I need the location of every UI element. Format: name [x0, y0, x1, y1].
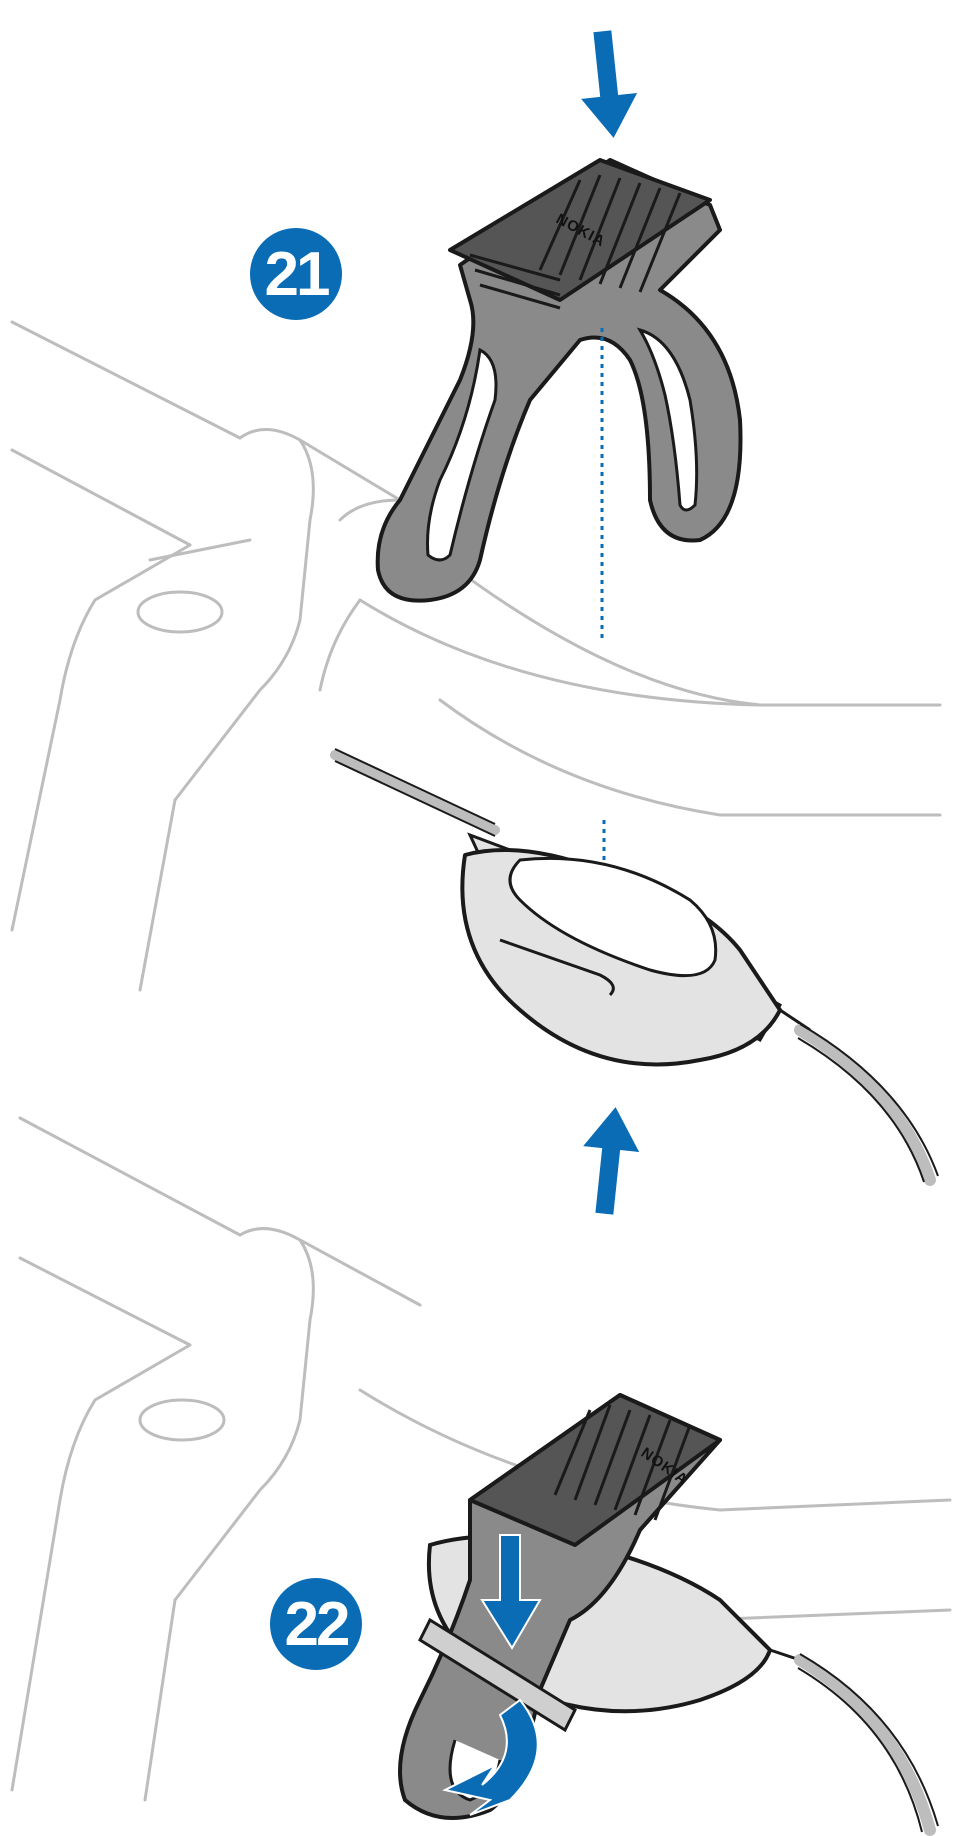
step-number-22: 22 [284, 1589, 351, 1659]
arrow-down-icon [480, 1534, 542, 1650]
bike-frame-top [10, 320, 942, 992]
step-number-21: 21 [264, 239, 331, 309]
step-badge-22: 22 [270, 1578, 362, 1670]
curved-arrow-icon [442, 1698, 539, 1816]
step-badge-21: 21 [250, 228, 342, 320]
mount-strap-bottom: NOKIA [398, 1393, 722, 1820]
strap-grip-ridges [469, 174, 682, 310]
sensor-unit [330, 748, 939, 1186]
arrow-up-icon [579, 1103, 643, 1217]
mount-strap-top: NOKIA [375, 158, 743, 603]
arrow-down-icon [577, 28, 641, 142]
